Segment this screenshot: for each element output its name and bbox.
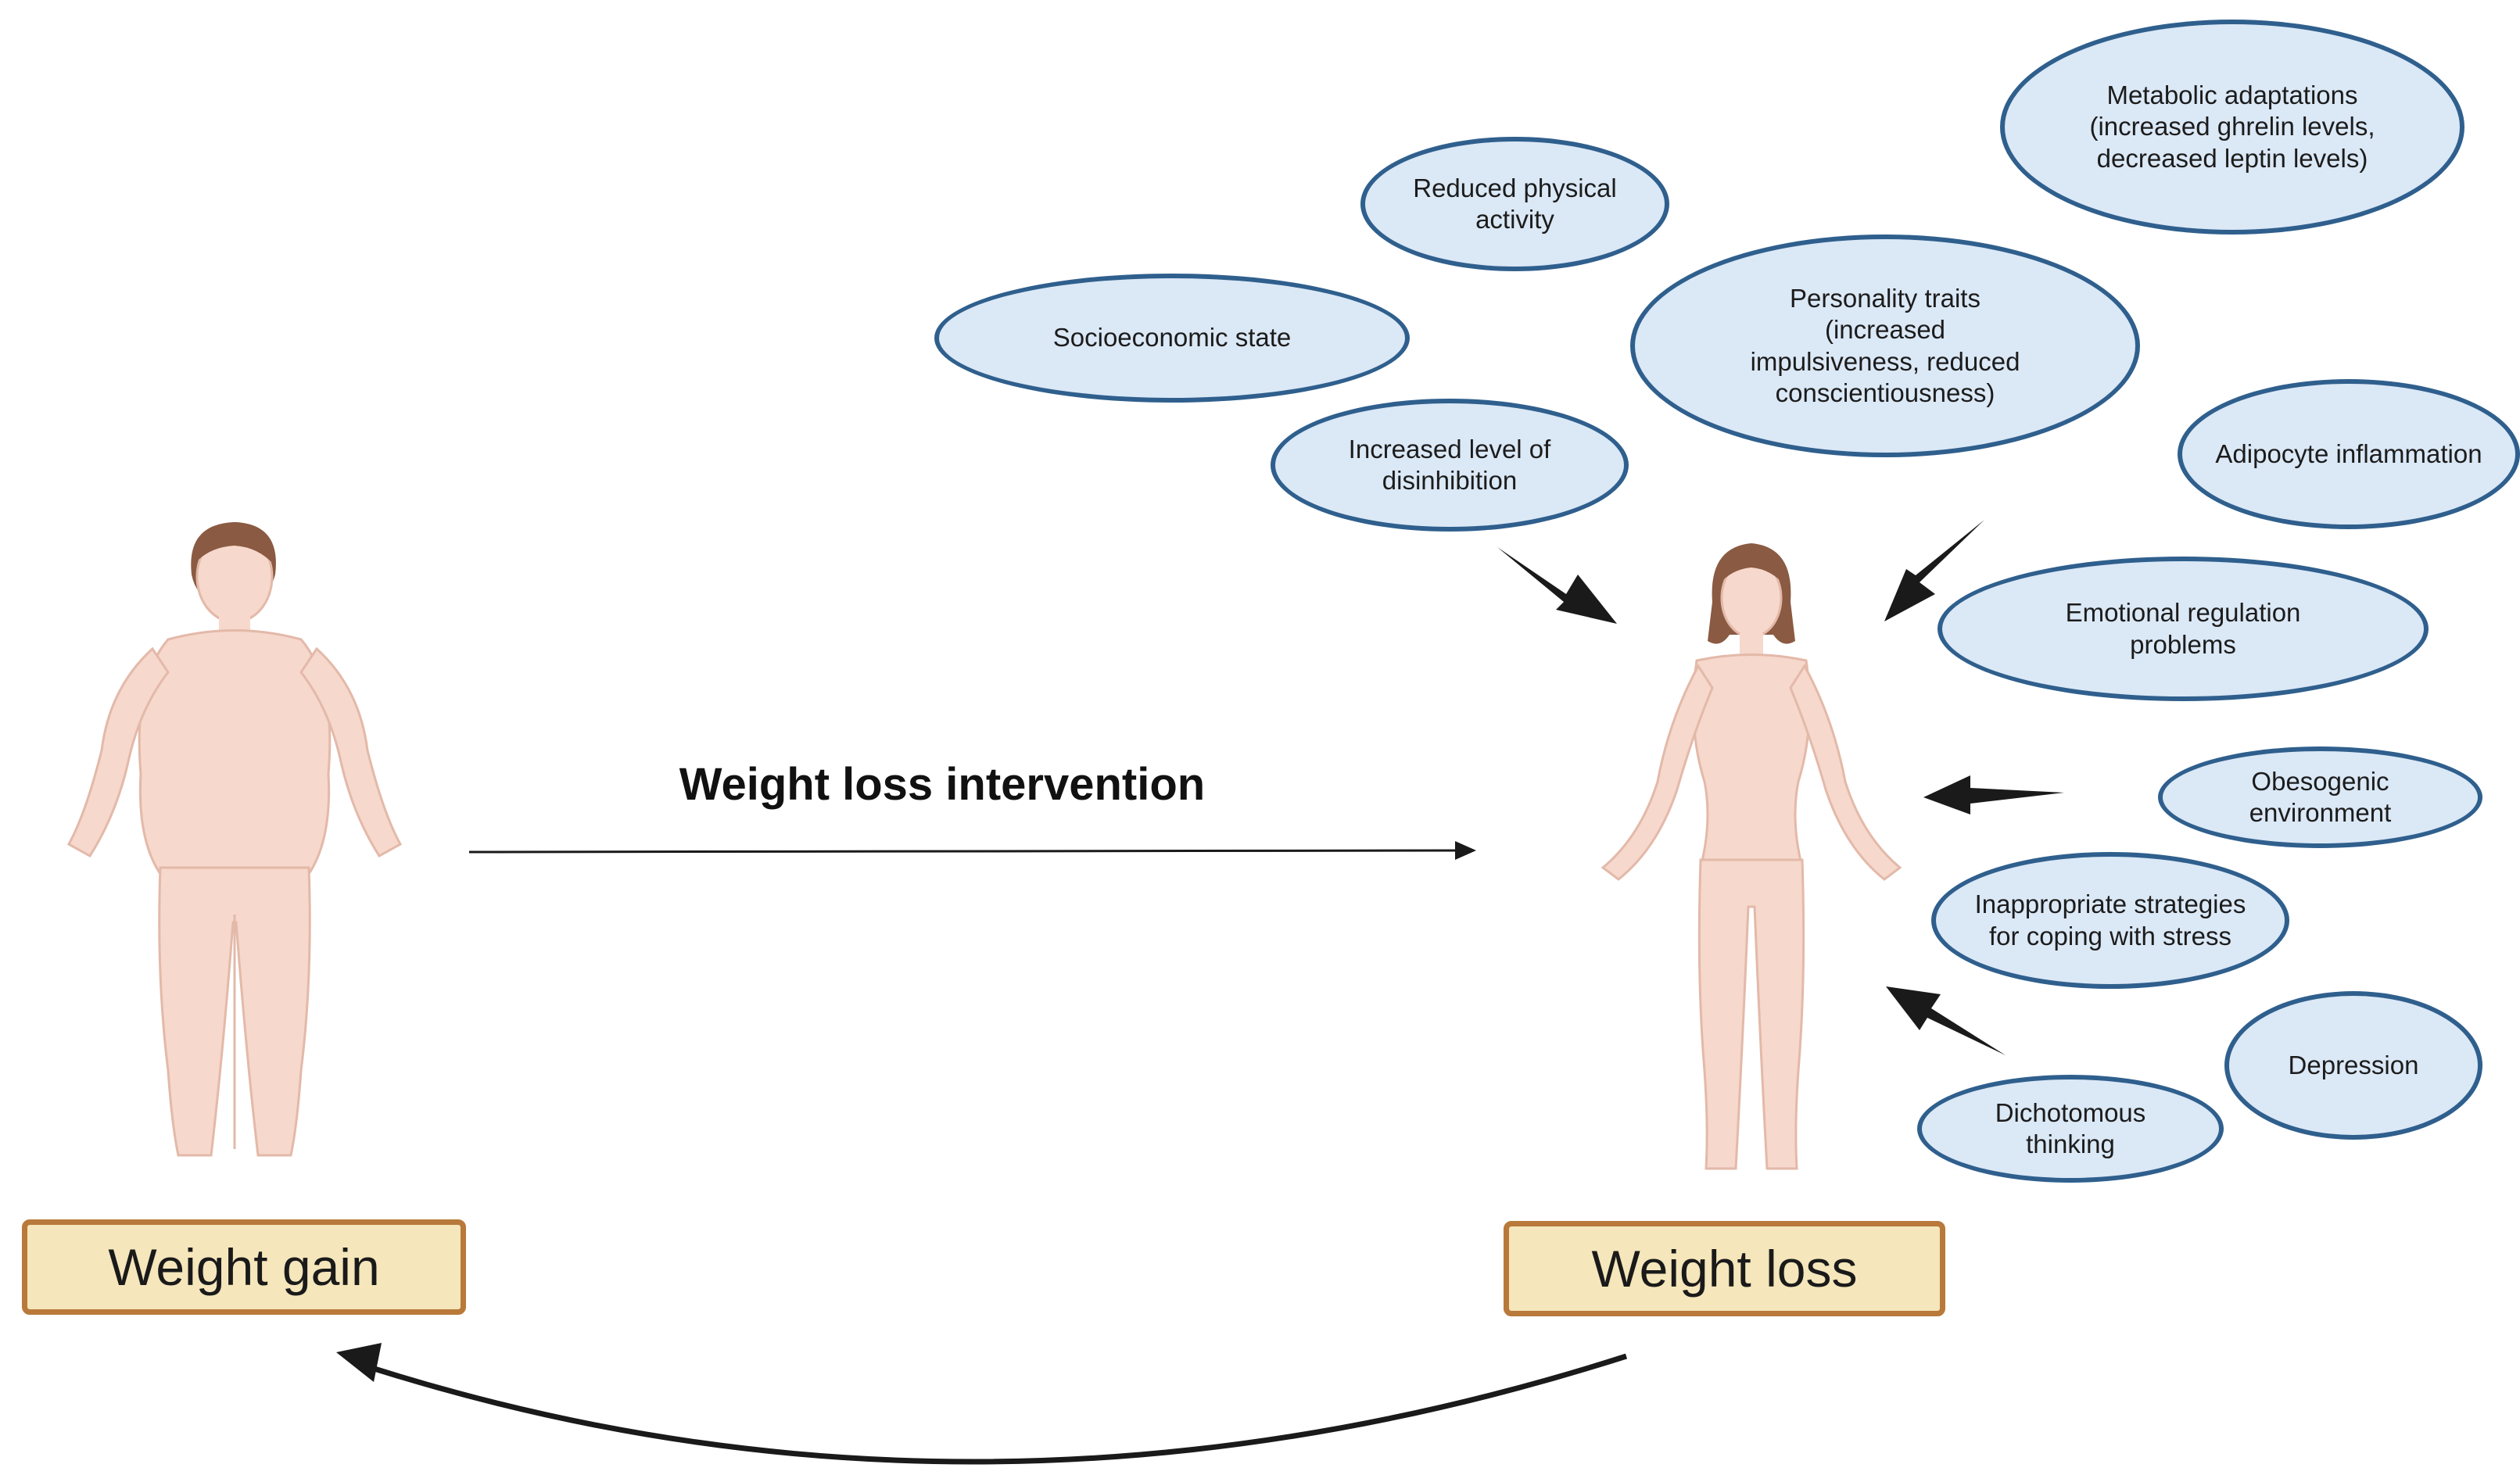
- factor-socioeconomic-state: Socioeconomic state: [934, 274, 1410, 403]
- torso-right: [1692, 653, 1811, 869]
- factor-arrow-lower-right: [1886, 986, 2006, 1055]
- factor-arrow-upper-left: [1497, 547, 1617, 624]
- weight-gain-box: Weight gain: [22, 1219, 466, 1315]
- relapse-curve-arrowhead: [336, 1343, 382, 1382]
- factor-arrow-upper-right: [1884, 520, 1984, 621]
- factor-reduced-physical-activity: Reduced physical activity: [1360, 137, 1669, 271]
- torso-left: [138, 629, 332, 881]
- hair-bangs-right: [1719, 547, 1786, 586]
- factor-coping-strategies: Inappropriate strategies for coping with…: [1931, 852, 2289, 989]
- weight-loss-box: Weight loss: [1504, 1221, 1945, 1316]
- arm-left-b: [299, 646, 403, 857]
- factor-depression: Depression: [2224, 991, 2482, 1140]
- factor-disinhibition: Increased level of disinhibition: [1271, 399, 1629, 532]
- neck-right: [1740, 633, 1763, 655]
- hair-bangs-left: [195, 522, 274, 564]
- legs-right: [1697, 858, 1805, 1170]
- intervention-label: Weight loss intervention: [679, 759, 1206, 810]
- relapse-curve-arrow: [358, 1353, 1628, 1465]
- factor-dichotomous-thinking: Dichotomous thinking: [1917, 1075, 2224, 1183]
- factor-personality-traits: Personality traits (increased impulsiven…: [1630, 234, 2140, 457]
- arm-left-a: [66, 646, 170, 857]
- arm-right-b: [1789, 664, 1902, 881]
- factor-adipocyte-inflammation: Adipocyte inflammation: [2178, 379, 2520, 529]
- figure-weight-loss: [1601, 543, 1902, 1170]
- factor-emotional-regulation: Emotional regulation problems: [1937, 557, 2429, 701]
- figure-weight-gain: [66, 522, 403, 1157]
- legs-left: [158, 866, 311, 1157]
- factor-obesogenic-environment: Obesogenic environment: [2158, 746, 2482, 848]
- factor-arrow-right: [1923, 775, 2064, 814]
- factor-metabolic-adaptations: Metabolic adaptations (increased ghrelin…: [2000, 20, 2464, 234]
- intervention-arrow: [468, 841, 1476, 861]
- arm-right-a: [1601, 664, 1714, 881]
